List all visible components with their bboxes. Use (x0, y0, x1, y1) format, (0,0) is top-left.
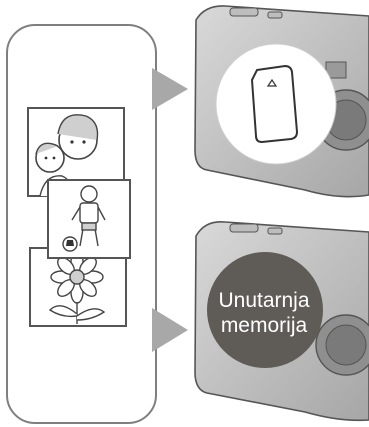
arrow-to-memory-card (152, 68, 188, 110)
memory-card-icon (216, 44, 336, 164)
photo-soccer-player (48, 180, 130, 258)
arrow-to-internal-memory (152, 308, 188, 352)
internal-memory-label-line1: Unutarnja (205, 288, 323, 313)
photo-flower (30, 248, 126, 326)
internal-memory-label-line2: memorija (205, 313, 323, 338)
